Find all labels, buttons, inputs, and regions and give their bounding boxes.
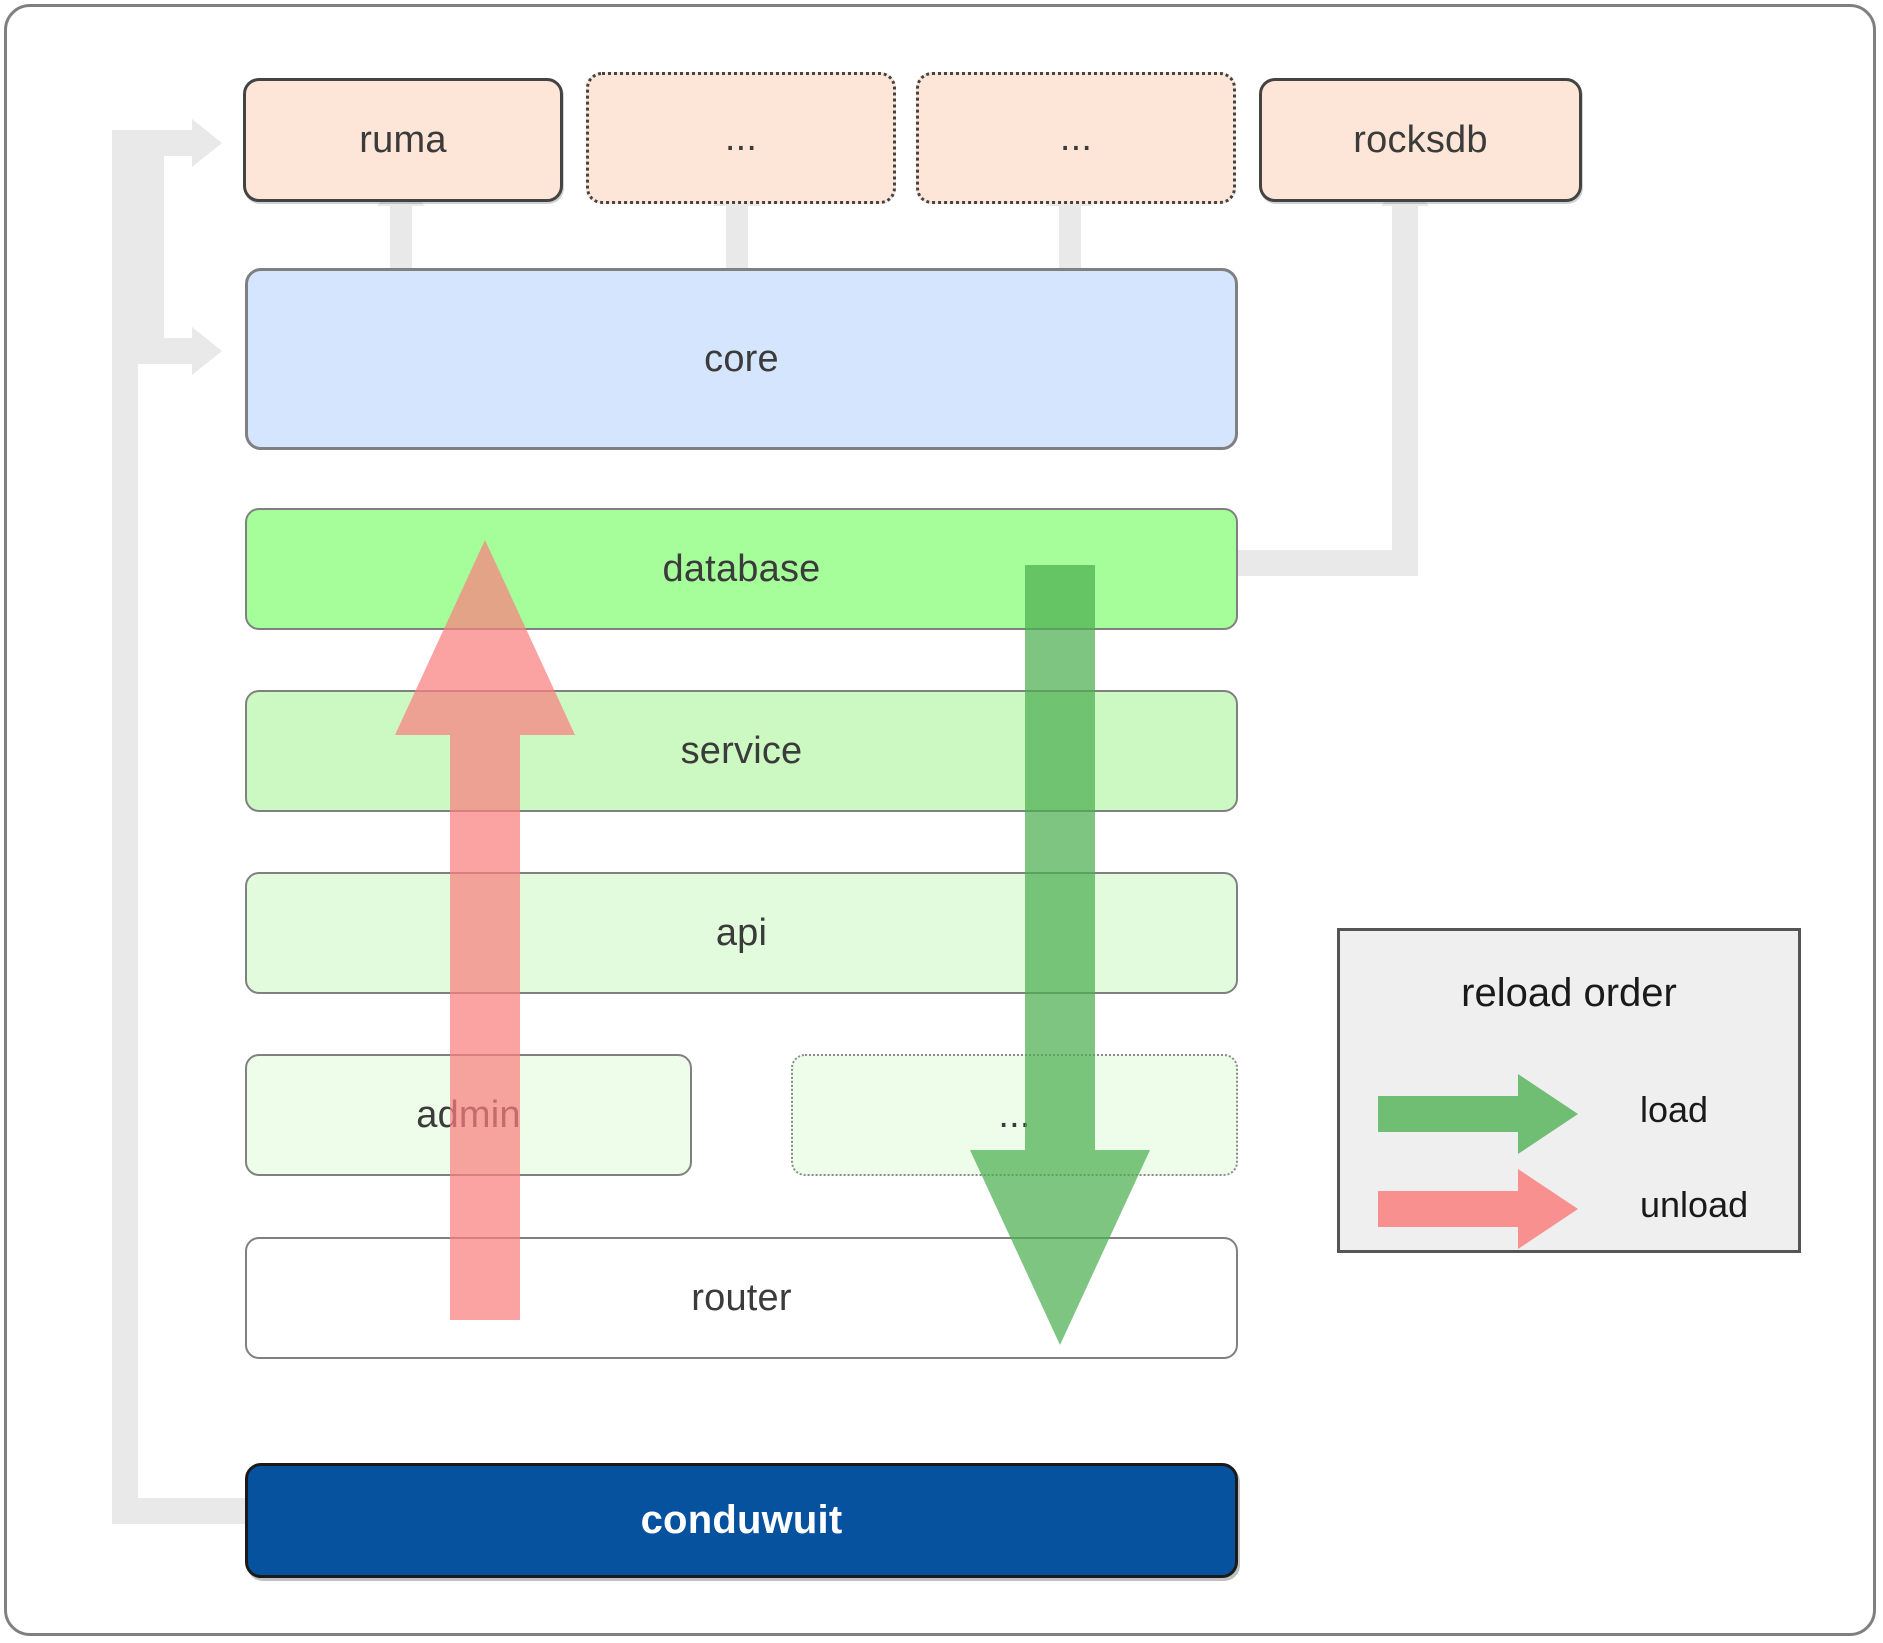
unload-arrow-up xyxy=(380,540,590,1320)
legend-load-arrow xyxy=(1378,1074,1578,1154)
connector-branch-to-core xyxy=(138,338,192,364)
dependency-label: ruma xyxy=(359,118,447,161)
core-box[interactable]: core xyxy=(245,268,1238,450)
legend-title: reload order xyxy=(1461,971,1677,1015)
layer-label: service xyxy=(680,729,803,772)
layer-label: database xyxy=(662,547,821,590)
connector-database-to-rocksdb-vertical xyxy=(1392,206,1418,576)
dependency-box-placeholder-1[interactable]: ... xyxy=(586,72,896,204)
connector-core-to-ruma-shaft xyxy=(390,206,412,268)
connector-arrowhead-core xyxy=(192,327,222,375)
dependency-box-ruma[interactable]: ruma xyxy=(243,78,563,202)
connector-core-to-dep2-shaft xyxy=(726,206,748,268)
dependency-label: ... xyxy=(724,116,758,159)
diagram-frame xyxy=(4,4,1876,1636)
legend-unload-label: unload xyxy=(1640,1184,1749,1225)
connector-database-to-rocksdb-horizontal xyxy=(1230,550,1418,576)
dependency-box-placeholder-2[interactable]: ... xyxy=(916,72,1236,204)
conduwuit-box[interactable]: conduwuit xyxy=(245,1463,1238,1578)
connector-core-to-dep3-shaft xyxy=(1059,206,1081,268)
dependency-box-rocksdb[interactable]: rocksdb xyxy=(1259,78,1582,202)
core-label: core xyxy=(704,337,779,380)
load-arrow-down xyxy=(955,565,1165,1345)
connector-arrowhead-ruma xyxy=(192,119,222,167)
legend-unload-arrow xyxy=(1378,1169,1578,1249)
connector-conduwuit-spine-vertical xyxy=(112,130,138,1524)
conduwuit-label: conduwuit xyxy=(640,1498,843,1542)
layer-label: api xyxy=(715,911,768,954)
connector-branch-riser-core xyxy=(138,143,164,351)
dependency-label: ... xyxy=(1059,116,1093,159)
layer-label: router xyxy=(691,1276,792,1319)
dependency-label: rocksdb xyxy=(1353,118,1488,161)
legend-load-label: load xyxy=(1640,1089,1709,1130)
legend-panel: reload order load unload xyxy=(1337,928,1801,1253)
